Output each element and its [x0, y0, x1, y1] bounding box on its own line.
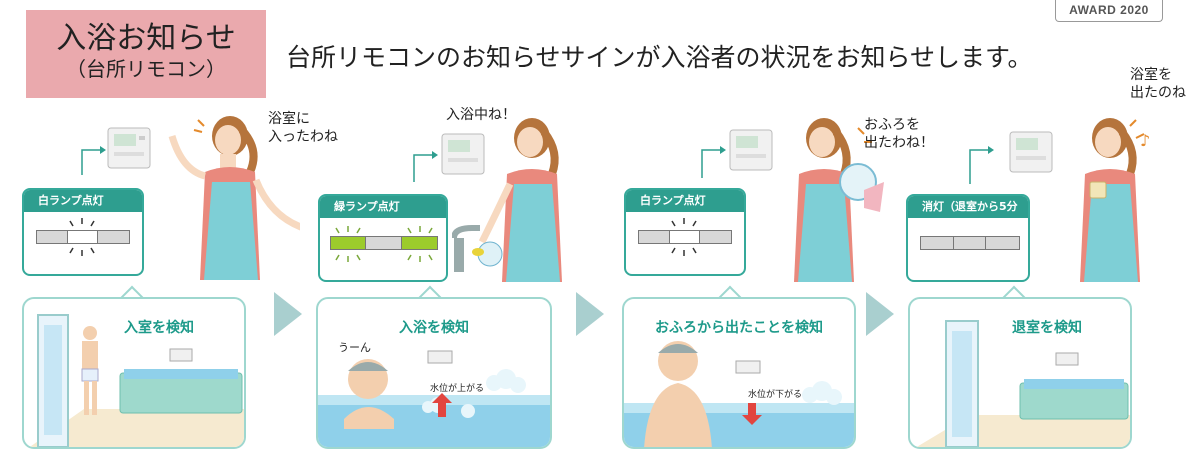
detect-panel-4: 退室を検知	[908, 297, 1132, 449]
lamp-segment	[37, 231, 68, 243]
svg-text:♪: ♪	[1140, 131, 1150, 150]
speech-bubble-3: おふろを 出たわね！	[864, 116, 934, 152]
award-badge: AWARD 2020	[1055, 0, 1163, 22]
detect-title-1: 入室を検知	[124, 320, 194, 336]
speech-line: 出たわね！	[864, 135, 934, 151]
flow-arrow-2	[576, 292, 604, 336]
exiting-bath-scene-icon	[624, 341, 854, 447]
lamp-bar-2	[330, 236, 438, 250]
step-2: 緑ランプ点灯 入浴中ね！ 入浴を検知	[310, 100, 600, 453]
lamp-title-1: 白ランプ点灯	[24, 190, 142, 212]
woman-illustration-icon	[168, 116, 300, 280]
detect-title-3: おふろから出たことを検知	[655, 320, 823, 336]
remote-connector-icon	[701, 129, 773, 178]
lamp-segment	[669, 231, 701, 243]
flow-arrow-3	[866, 292, 894, 336]
lamp-segment	[401, 237, 438, 249]
detect-panel-3: おふろから出たことを検知 水位が下がる	[622, 297, 856, 449]
woman-washing-dishes-icon	[452, 118, 562, 282]
woman-drying-dish-icon	[794, 118, 884, 282]
detect-panel-1: 入室を検知	[22, 297, 246, 449]
lamp-card-4: 消灯（退室から5分後）	[906, 194, 1030, 282]
page-title: 入浴お知らせ	[56, 21, 236, 56]
lamp-title-2: 緑ランプ点灯	[320, 196, 446, 218]
glow-rays-icon	[69, 218, 95, 256]
speech-line: 入ったわね	[268, 129, 338, 145]
umm-caption: うーん	[338, 341, 371, 354]
lamp-card-3: 白ランプ点灯	[624, 188, 746, 276]
corner-caption: 浴室を 出たのね	[1130, 66, 1186, 102]
speech-bubble-1: 浴室に 入ったわね	[268, 110, 338, 146]
lamp-segment	[366, 237, 402, 249]
detect-title-4: 退室を検知	[1012, 320, 1082, 336]
detect-panel-2: 入浴を検知 うーん 水位が上がる	[316, 297, 552, 449]
step-1: 白ランプ点灯 浴室に 入ったわね 入室を検知	[0, 100, 338, 453]
corner-caption-line-2: 出たのね	[1130, 85, 1186, 101]
page-subtitle: （台所リモコン）	[66, 57, 226, 81]
glow-rays-icon	[671, 218, 697, 256]
remote-connector-icon	[969, 131, 1053, 184]
glow-rays-icon	[335, 226, 433, 262]
lamp-segment	[331, 237, 367, 249]
water-rise-label: 水位が上がる	[430, 384, 485, 394]
remote-connector-icon	[81, 127, 151, 175]
bath-entry-scene-icon	[29, 314, 244, 447]
lamp-bar-4	[920, 236, 1020, 250]
water-fall-label: 水位が下がる	[748, 390, 803, 400]
speech-line: 入浴中ね！	[446, 107, 516, 123]
lamp-bar-3	[638, 230, 732, 244]
lamp-segment	[986, 237, 1019, 249]
lamp-card-2: 緑ランプ点灯	[318, 194, 448, 282]
lamp-bar-1	[36, 230, 130, 244]
lamp-segment	[921, 237, 954, 249]
lamp-segment	[700, 231, 731, 243]
lamp-title-4: 消灯（退室から5分後）	[908, 196, 1028, 235]
lamp-card-1: 白ランプ点灯	[22, 188, 144, 276]
detect-title-2: 入浴を検知	[399, 320, 469, 336]
remote-connector-icon	[413, 133, 485, 182]
speech-bubble-2: 入浴中ね！	[446, 106, 516, 124]
flow-arrow-1	[274, 292, 302, 336]
step-4: 消灯（退室から5分後） ♪ 退室を検知	[900, 100, 1197, 453]
woman-drinking-icon: ♪	[1080, 118, 1150, 282]
title-box: 入浴お知らせ （台所リモコン）	[26, 10, 266, 98]
lamp-segment	[953, 237, 987, 249]
speech-line: 浴室に	[268, 111, 310, 127]
headline: 台所リモコンのお知らせサインが入浴者の状況をお知らせします。	[286, 43, 1033, 72]
corner-caption-line-1: 浴室を	[1130, 67, 1172, 83]
lamp-segment	[639, 231, 670, 243]
lamp-segment	[67, 231, 99, 243]
lamp-segment	[98, 231, 129, 243]
bathing-man-scene-icon	[318, 350, 550, 447]
speech-line: おふろを	[864, 117, 920, 133]
step-3: 白ランプ点灯 おふろを 出たわね！ おふろから出たことを検知	[610, 100, 934, 453]
empty-bath-scene-icon	[916, 320, 1130, 447]
lamp-title-3: 白ランプ点灯	[626, 190, 744, 212]
